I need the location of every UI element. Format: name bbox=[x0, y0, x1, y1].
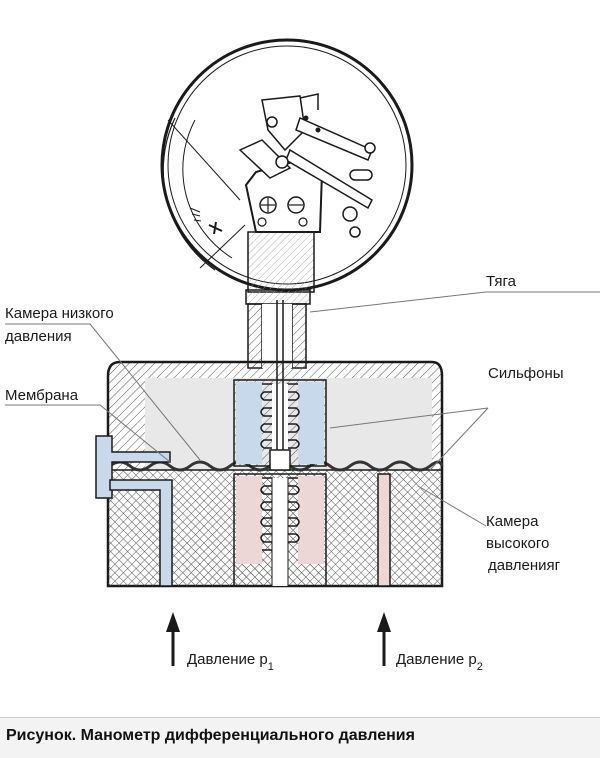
label-bellows: Сильфоны bbox=[488, 365, 564, 382]
gauge-stem bbox=[245, 289, 311, 369]
label-pressure-2: Давление р2 bbox=[396, 651, 483, 673]
label-rod: Тяга bbox=[486, 273, 517, 290]
label-high-chamber-line3: давленияг bbox=[488, 557, 561, 574]
figure-caption: Рисунок. Манометр дифференциального давл… bbox=[6, 727, 415, 744]
pressure-arrow-1 bbox=[166, 612, 180, 666]
leader-lines bbox=[5, 291, 600, 527]
label-pressure-1-sub: 1 bbox=[268, 661, 274, 673]
pressure-arrow-2 bbox=[377, 612, 391, 666]
gauge-movement-mechanism bbox=[238, 93, 376, 293]
label-pressure-1-main: Давление р bbox=[187, 651, 268, 668]
label-membrane: Мембрана bbox=[5, 387, 79, 404]
label-low-chamber-line2: давления bbox=[5, 328, 72, 345]
label-high-chamber-line1: Камера bbox=[486, 513, 539, 530]
caption-bar bbox=[0, 717, 600, 758]
label-pressure-1: Давление р1 bbox=[187, 651, 274, 673]
label-high-chamber-line2: высокого bbox=[486, 535, 549, 552]
label-pressure-2-sub: 2 bbox=[477, 661, 483, 673]
sensor-body bbox=[95, 300, 444, 588]
scale-marks bbox=[189, 207, 223, 235]
label-pressure-2-main: Давление р bbox=[396, 651, 477, 668]
label-low-chamber-line1: Камера низкого bbox=[5, 305, 114, 322]
